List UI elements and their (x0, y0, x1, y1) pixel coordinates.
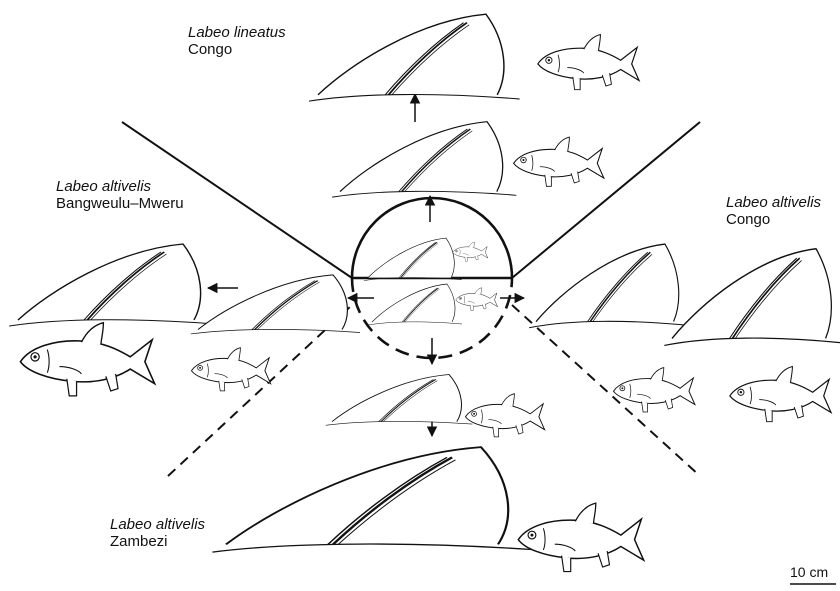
fish-right-inner (613, 368, 694, 412)
label-left-locality: Bangweulu–Mweru (56, 195, 184, 212)
label-left: Labeo altivelis Bangweulu–Mweru (56, 178, 184, 212)
center-fish-upper (453, 242, 488, 261)
fish-top-inner (514, 137, 604, 186)
label-right-locality: Congo (726, 211, 821, 228)
fin-left-inner (191, 275, 360, 334)
label-top-species: Labeo lineatus (188, 24, 286, 41)
center-fin-lower (368, 284, 462, 325)
fish-right-outer (730, 366, 831, 421)
center-fin-upper (364, 238, 462, 281)
fin-right-inner (529, 244, 691, 328)
fin-top-outer (309, 14, 520, 101)
fish-top-outer (538, 34, 639, 89)
fish-left-inner (191, 348, 270, 391)
fin-left-outer (9, 244, 216, 326)
fin-bottom-outer (212, 447, 532, 552)
fin-top-inner (332, 122, 516, 197)
fish-bottom-inner (465, 394, 544, 437)
label-top: Labeo lineatus Congo (188, 24, 286, 58)
label-bottom: Labeo altivelis Zambezi (110, 516, 205, 550)
label-left-species: Labeo altivelis (56, 178, 184, 195)
fin-right-outer (664, 249, 840, 346)
center-fish-lower (456, 288, 498, 311)
label-right: Labeo altivelis Congo (726, 194, 821, 228)
scale-bar-label: 10 cm (790, 564, 828, 580)
fish-left-outer (20, 323, 154, 396)
label-bottom-species: Labeo altivelis (110, 516, 205, 533)
label-bottom-locality: Zambezi (110, 533, 205, 550)
divider-solid-right (512, 122, 700, 278)
fish-bottom-outer (518, 503, 643, 571)
label-top-locality: Congo (188, 41, 286, 58)
label-right-species: Labeo altivelis (726, 194, 821, 211)
fin-bottom-inner (326, 374, 473, 425)
